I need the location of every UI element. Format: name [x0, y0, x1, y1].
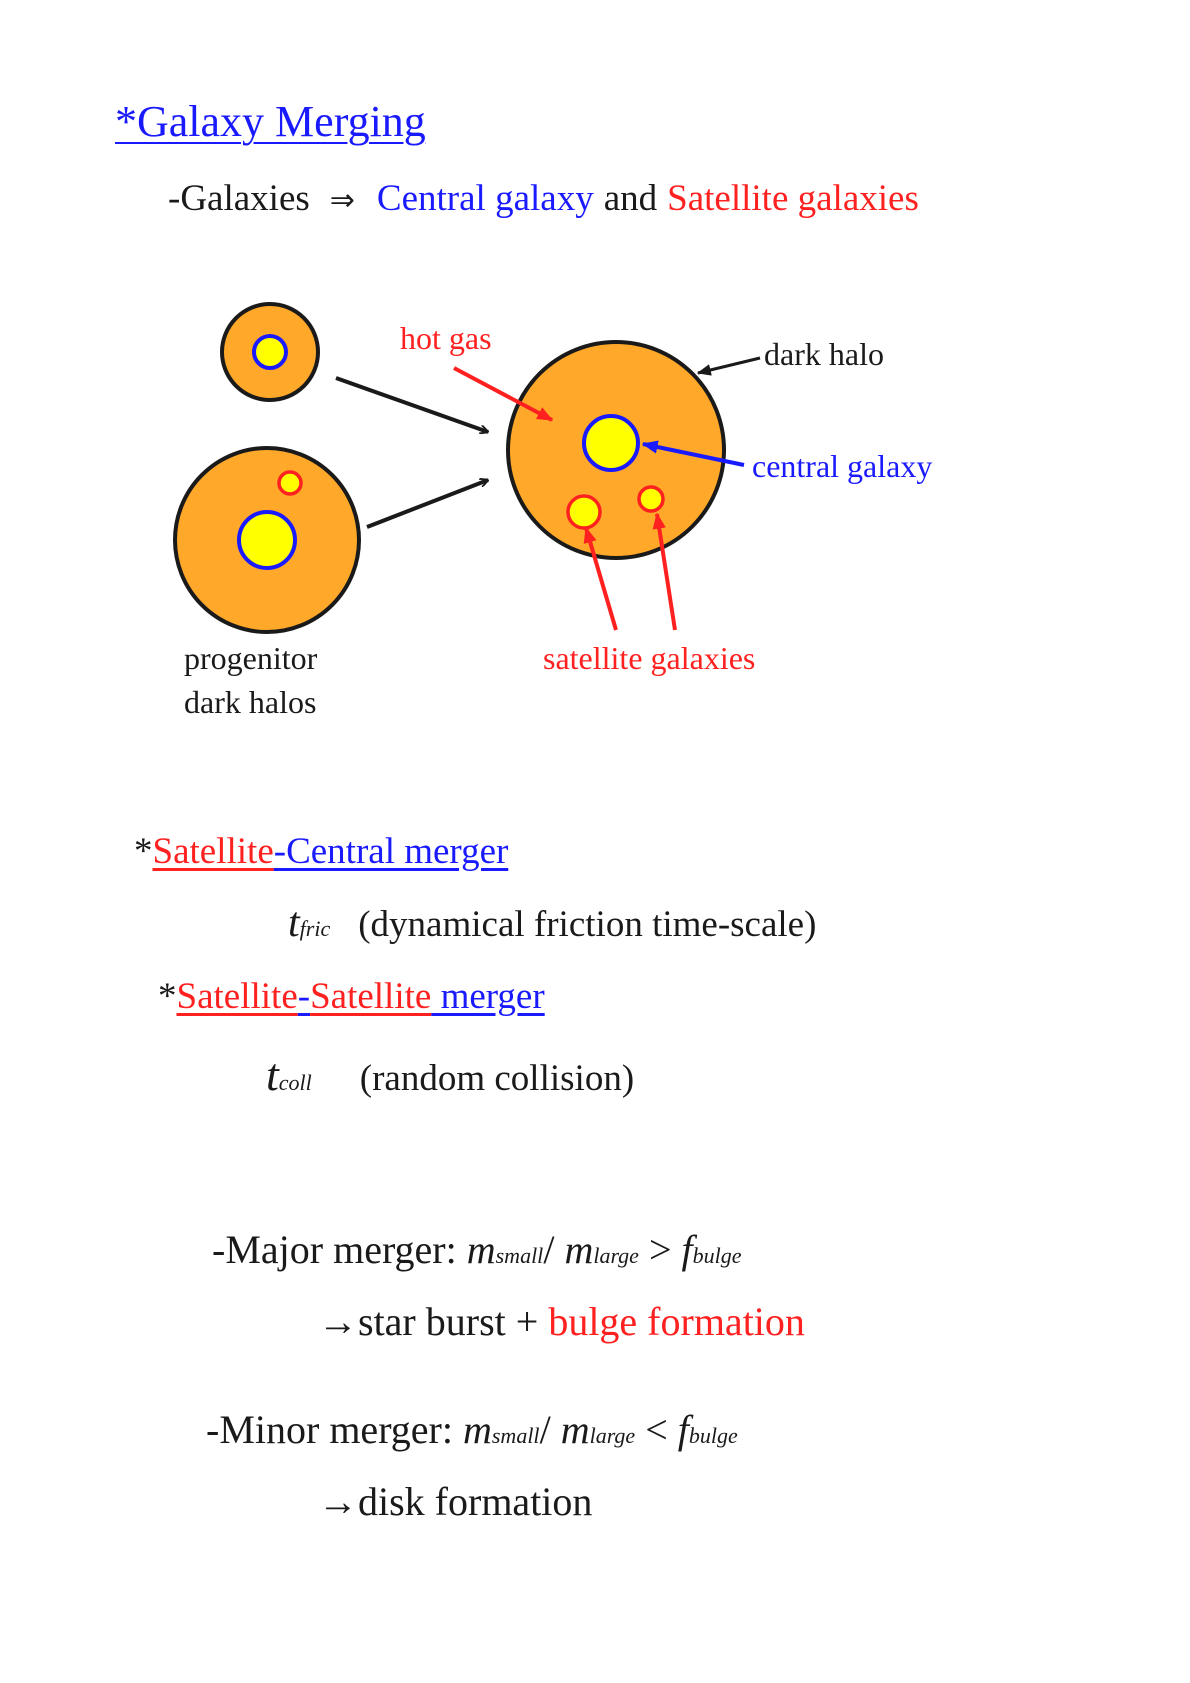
merged-dark-halo	[506, 340, 726, 560]
hot-gas-label: hot gas	[400, 320, 492, 356]
sat-central-part1: Satellite	[152, 831, 274, 872]
sat-sat-desc: (random collision)	[359, 1058, 635, 1099]
central-galaxy-arrow	[641, 440, 745, 467]
major-result-red: bulge formation	[548, 1299, 805, 1344]
merger-diagram	[173, 302, 761, 634]
minor-op: <	[635, 1407, 678, 1452]
satellite-disc-2	[637, 485, 665, 513]
intro-satellite: Satellite galaxies	[667, 178, 919, 219]
major-slash: /	[543, 1227, 565, 1272]
major-m2: m	[564, 1227, 594, 1272]
minor-f: f	[677, 1407, 689, 1452]
merge-arrow-upper	[335, 376, 488, 432]
merge-arrow-lower	[366, 480, 488, 529]
sat-sat-part4: merger	[431, 976, 545, 1017]
sat-central-desc: (dynamical friction time-scale)	[358, 904, 817, 945]
intro-central: Central galaxy	[376, 178, 594, 219]
major-m2-sub: large	[593, 1243, 639, 1268]
t-fric-var: t	[288, 900, 300, 946]
t-fric-sub: fric	[299, 916, 331, 941]
implies-arrow: ⇒	[329, 183, 355, 218]
sat-sat-heading: *Satellite-Satellite merger	[158, 978, 545, 1015]
minor-label: -Minor merger:	[206, 1407, 463, 1452]
satellite-galaxies-label: satellite galaxies	[543, 640, 756, 676]
central-galaxy-label: central galaxy	[752, 448, 933, 484]
major-result-text: star burst +	[358, 1299, 549, 1344]
dark-halo-label: dark halo	[764, 336, 884, 372]
progenitor-label-line2: dark halos	[184, 684, 317, 720]
major-merger-rule: -Major merger: msmall/ mlarge > fbulge	[212, 1230, 742, 1270]
page-title: *Galaxy Merging	[115, 97, 426, 146]
intro-and: and	[603, 178, 658, 219]
major-m1-sub: small	[495, 1243, 544, 1268]
t-coll-var: t	[266, 1049, 279, 1100]
progenitor-label-line1: progenitor	[184, 640, 318, 676]
major-m1: m	[466, 1227, 496, 1272]
dark-halo-arrow	[696, 356, 761, 376]
major-f-sub: bulge	[692, 1243, 742, 1268]
satellite-arrow-2	[652, 512, 677, 631]
hot-gas-arrow	[453, 366, 554, 422]
minor-f-sub: bulge	[688, 1423, 738, 1448]
minor-result-text: disk formation	[358, 1479, 593, 1524]
major-result-arrow: →	[318, 1299, 358, 1344]
satellite-arrow-1	[583, 526, 618, 631]
progenitor-halo-large	[173, 446, 361, 634]
minor-m2: m	[560, 1407, 590, 1452]
minor-merger-rule: -Minor merger: msmall/ mlarge < fbulge	[206, 1410, 738, 1450]
minor-merger-result: →disk formation	[318, 1482, 592, 1522]
major-label: -Major merger:	[212, 1227, 467, 1272]
major-merger-result: →star burst + bulge formation	[318, 1302, 805, 1342]
major-f: f	[681, 1227, 693, 1272]
sat-central-timescale: tfric (dynamical friction time-scale)	[288, 902, 816, 944]
satellite-disc-1	[566, 494, 602, 530]
minor-m2-sub: large	[589, 1423, 636, 1448]
major-op: >	[638, 1227, 682, 1272]
minor-result-arrow: →	[318, 1479, 358, 1524]
minor-m1: m	[462, 1407, 492, 1452]
central-galaxy-disc	[582, 414, 640, 472]
progenitor-halo-small	[220, 302, 320, 402]
sat-sat-part1: Satellite	[176, 976, 298, 1017]
sat-sat-part3: Satellite	[310, 976, 432, 1017]
t-coll-sub: coll	[278, 1070, 312, 1095]
sat-central-heading: *Satellite-Central merger	[134, 833, 508, 870]
minor-m1-sub: small	[491, 1423, 540, 1448]
sat-sat-timescale: tcoll (random collision)	[266, 1052, 634, 1098]
minor-slash: /	[539, 1407, 561, 1452]
intro-prefix: -Galaxies	[168, 178, 310, 219]
sat-central-star: *	[134, 831, 153, 872]
sat-sat-part2: -	[297, 976, 311, 1017]
sat-central-part2: -Central merger	[273, 831, 509, 872]
sat-sat-star: *	[158, 976, 177, 1017]
